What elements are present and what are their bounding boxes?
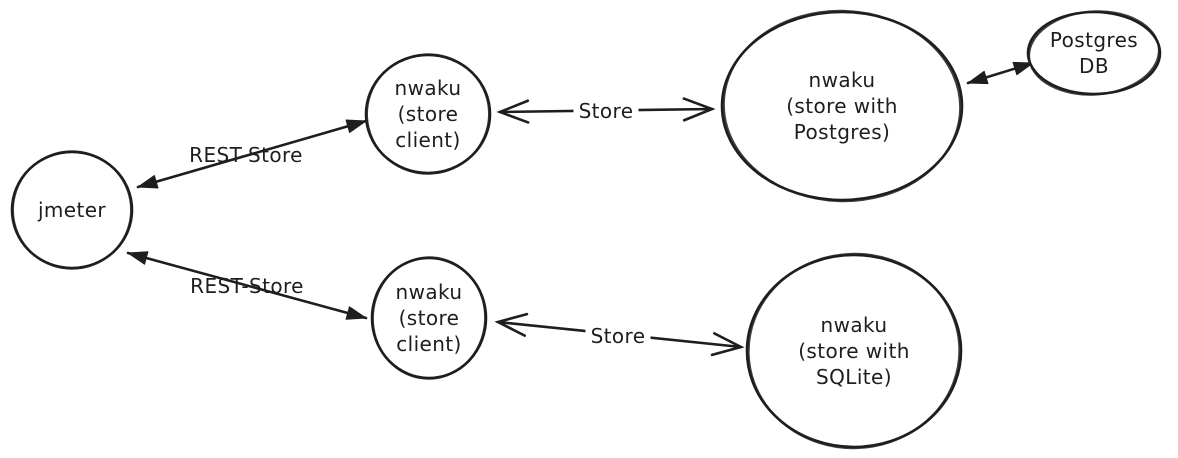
- node-jmeter: jmeter: [10, 150, 134, 270]
- edge-label: Store: [591, 324, 646, 348]
- edge-postgres-db-link: [966, 61, 1035, 85]
- node-label-line: client): [395, 128, 461, 152]
- node-label-line: Postgres): [794, 120, 890, 144]
- node-ellipse-sketch: [365, 53, 491, 175]
- arrowhead-open-icon: [682, 97, 716, 122]
- node-label-line: (store with: [786, 94, 898, 118]
- node-label-line: jmeter: [37, 198, 106, 222]
- node-ellipse-sketch: [722, 9, 962, 203]
- arrowhead-solid-icon: [967, 70, 989, 85]
- node-fill: [12, 152, 132, 268]
- node-label-line: nwaku: [395, 76, 462, 100]
- node-label-line: DB: [1079, 54, 1109, 78]
- node-label-line: nwaku: [809, 68, 876, 92]
- node-ellipse-sketch: [747, 252, 961, 450]
- edge-label-background: [573, 98, 639, 124]
- arrowhead-open-icon: [496, 99, 530, 124]
- node-ellipse-sketch: [1028, 10, 1160, 96]
- edge-rest-store-top: REST-Store: [136, 119, 368, 189]
- node-fill: [747, 255, 961, 447]
- node-ellipse-sketch: [371, 256, 487, 380]
- edge-line: [136, 119, 368, 189]
- edge-rest-store-bottom: REST-Store: [126, 251, 368, 320]
- arrowhead-solid-icon: [345, 119, 367, 133]
- arrowhead-solid-icon: [127, 251, 149, 265]
- edge-store-bottom: Store: [494, 312, 745, 357]
- edge-label: REST-Store: [189, 143, 303, 167]
- edge-store-top: Store: [496, 97, 716, 124]
- node-fill: [722, 12, 962, 200]
- arrowhead-solid-icon: [137, 175, 159, 189]
- arrowhead-solid-icon: [345, 306, 367, 320]
- edge-label: Store: [579, 99, 634, 123]
- arrowhead-solid-icon: [1012, 61, 1034, 76]
- node-label-line: (store with: [798, 339, 910, 363]
- arrowhead-open-icon: [494, 312, 529, 337]
- node-label-line: client): [396, 332, 462, 356]
- node-ellipse: [720, 10, 964, 202]
- arrowhead-open-icon: [710, 332, 745, 357]
- edge-label-background: [585, 323, 651, 349]
- node-label-line: nwaku: [396, 280, 463, 304]
- node-ellipse: [745, 253, 963, 449]
- node-label-line: (store: [399, 306, 460, 330]
- node-label-line: SQLite): [816, 365, 892, 389]
- node-ellipse-sketch: [11, 150, 133, 270]
- node-fill: [1028, 12, 1160, 94]
- edge-line: [126, 251, 368, 320]
- node-label-line: Postgres: [1050, 28, 1138, 52]
- node-fill: [372, 258, 486, 378]
- edge-label: REST-Store: [190, 274, 304, 298]
- node-label-line: nwaku: [821, 313, 888, 337]
- node-fill: [366, 55, 490, 173]
- node-label-line: (store: [398, 102, 459, 126]
